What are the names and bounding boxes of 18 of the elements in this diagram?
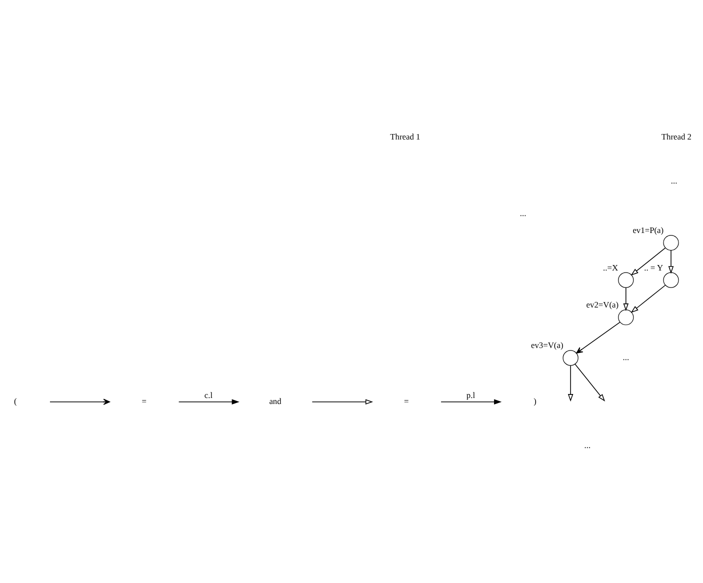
label: = xyxy=(142,396,147,406)
label: ) xyxy=(534,396,536,406)
node-label: ev2=V(a) xyxy=(586,300,619,310)
label: ... xyxy=(622,352,630,362)
label: ... xyxy=(520,208,526,218)
node-label: ev1=P(a) xyxy=(632,224,664,235)
label: ... xyxy=(670,175,678,186)
label: ... xyxy=(584,440,591,450)
label: = xyxy=(404,396,409,406)
node-label: .. = Y xyxy=(644,262,664,272)
legend-label: c.l xyxy=(204,390,213,400)
label: Thread 2 xyxy=(661,131,692,142)
label: ( xyxy=(14,396,17,406)
legend-label: p.l xyxy=(466,390,476,400)
node-label: ev3=V(a) xyxy=(530,340,564,350)
label: Thread 1 xyxy=(390,131,420,142)
label: and xyxy=(269,396,282,406)
node-label: ..=X xyxy=(603,262,618,272)
